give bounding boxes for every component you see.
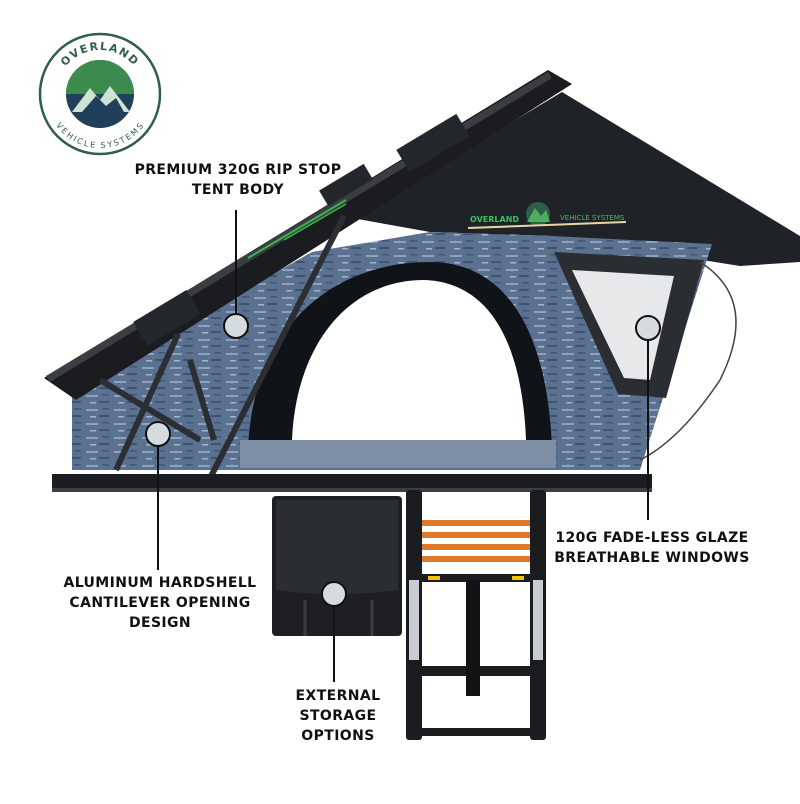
- callout-line: EXTERNAL: [295, 688, 381, 704]
- svg-text:OVERLAND: OVERLAND: [470, 215, 519, 224]
- svg-text:VEHICLE SYSTEMS: VEHICLE SYSTEMS: [560, 214, 625, 222]
- callout-line: DESIGN: [128, 615, 192, 631]
- callout-line: BREATHABLE WINDOWS: [554, 550, 750, 566]
- callout-line: 120G FADE-LESS GLAZE: [555, 530, 749, 546]
- storage-bag: [272, 496, 402, 636]
- callout-leaders: [145, 210, 661, 682]
- callout-line: ALUMINUM HARDSHELL: [63, 575, 257, 591]
- callout-line: STORAGE: [299, 708, 377, 724]
- callout-line: OPTIONS: [301, 728, 375, 744]
- rainfly-branding: OVERLAND VEHICLE SYSTEMS: [467, 202, 627, 229]
- callout-line: PREMIUM 320G RIP STOP: [134, 162, 342, 178]
- callout-line: TENT BODY: [191, 182, 285, 198]
- roof-rack: [133, 113, 470, 346]
- callout-storage: EXTERNAL STORAGE OPTIONS: [268, 686, 408, 746]
- tent-base-platform: [52, 474, 652, 490]
- callout-windows: 120G FADE-LESS GLAZE BREATHABLE WINDOWS: [552, 528, 752, 568]
- overland-logo: OVERLAND VEHICLE SYSTEMS: [38, 32, 162, 156]
- callout-tent-body: PREMIUM 320G RIP STOP TENT BODY: [128, 160, 348, 200]
- callout-line: CANTILEVER OPENING: [69, 595, 251, 611]
- telescoping-ladder: [406, 490, 546, 740]
- rainfly: [352, 92, 800, 266]
- callout-hardshell: ALUMINUM HARDSHELL CANTILEVER OPENING DE…: [60, 573, 260, 633]
- gas-struts: [98, 214, 347, 492]
